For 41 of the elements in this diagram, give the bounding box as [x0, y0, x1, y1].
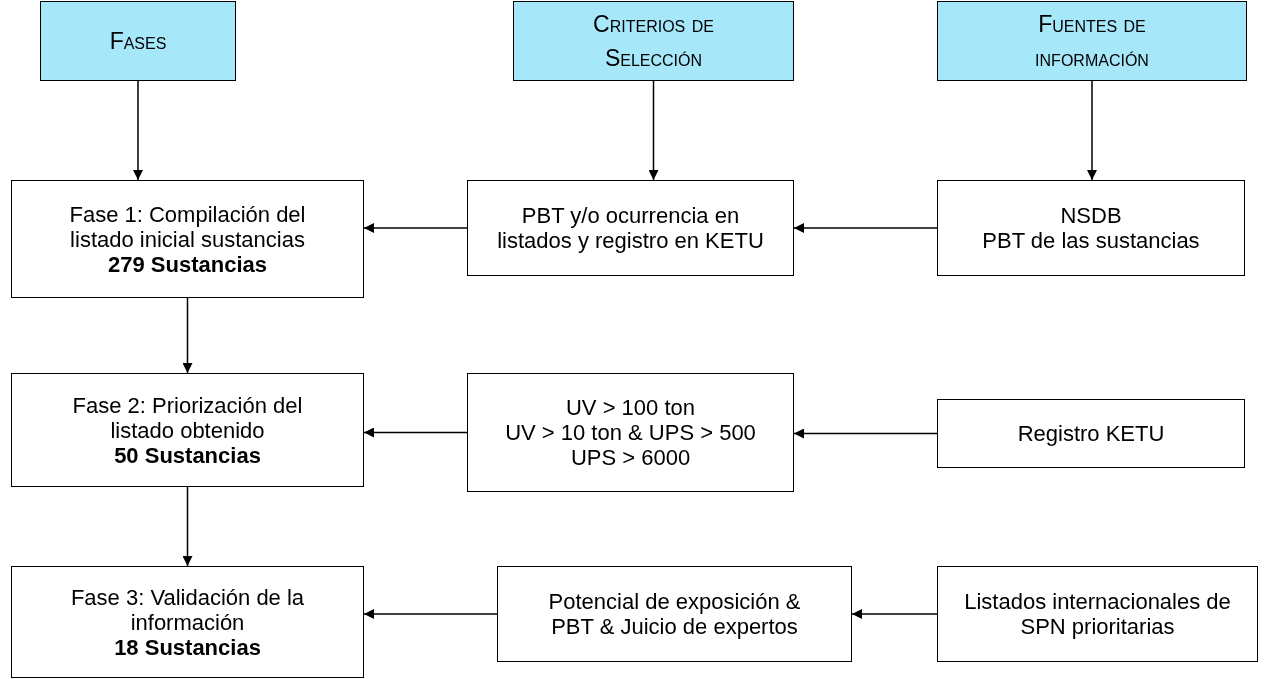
- phase-box: [11, 566, 364, 678]
- process-box: [937, 566, 1258, 662]
- box-text: Potencial de exposición & PBT & Juicio de expertos: [547, 589, 802, 639]
- box-text: Listados internacionales de SPN prioritarias: [963, 589, 1232, 639]
- header-label: Fases: [109, 27, 167, 56]
- process-box: [467, 180, 794, 276]
- process-box: [937, 180, 1245, 276]
- box-text: Fase 3: Validación de la información: [69, 584, 306, 635]
- arrow: [363, 609, 498, 619]
- box-text: UV > 10 ton & UPS > 500: [505, 420, 756, 445]
- box-text: NSDB: [1060, 203, 1122, 228]
- arrow: [182, 297, 193, 374]
- process-box: [497, 566, 852, 662]
- box-text: PBT de las sustancias: [982, 228, 1200, 253]
- phase-box: [11, 373, 364, 487]
- arrow: [648, 80, 659, 181]
- arrow: [363, 223, 468, 233]
- arrow: [182, 486, 193, 567]
- count-label: 50 Sustancias: [114, 442, 261, 468]
- arrow: [851, 609, 938, 619]
- arrow: [1087, 80, 1097, 181]
- box-text: PBT y/o ocurrencia en listados y registro en KETU: [496, 203, 765, 253]
- box-text: UV > 100 ton: [565, 395, 695, 420]
- box-text: Registro KETU: [1017, 421, 1165, 446]
- count-label: 279 Sustancias: [108, 251, 267, 277]
- header-box: [40, 1, 236, 81]
- phase-box: [11, 180, 364, 298]
- count-label: 18 Sustancias: [114, 634, 261, 660]
- process-box: [937, 399, 1245, 468]
- header-label: Fuentes de información: [1034, 10, 1150, 73]
- arrow: [133, 80, 143, 181]
- header-label: Criterios de Selección: [592, 10, 715, 73]
- header-box: [513, 1, 794, 81]
- box-text: Fase 2: Priorización del listado obtenido: [71, 392, 304, 443]
- arrow: [793, 223, 938, 233]
- box-text: Fase 1: Compilación del listado inicial sustancias: [68, 201, 307, 252]
- process-box: [467, 373, 794, 492]
- header-box: [937, 1, 1247, 81]
- box-text: UPS > 6000: [570, 445, 691, 470]
- arrow: [793, 428, 938, 439]
- arrow: [363, 427, 468, 438]
